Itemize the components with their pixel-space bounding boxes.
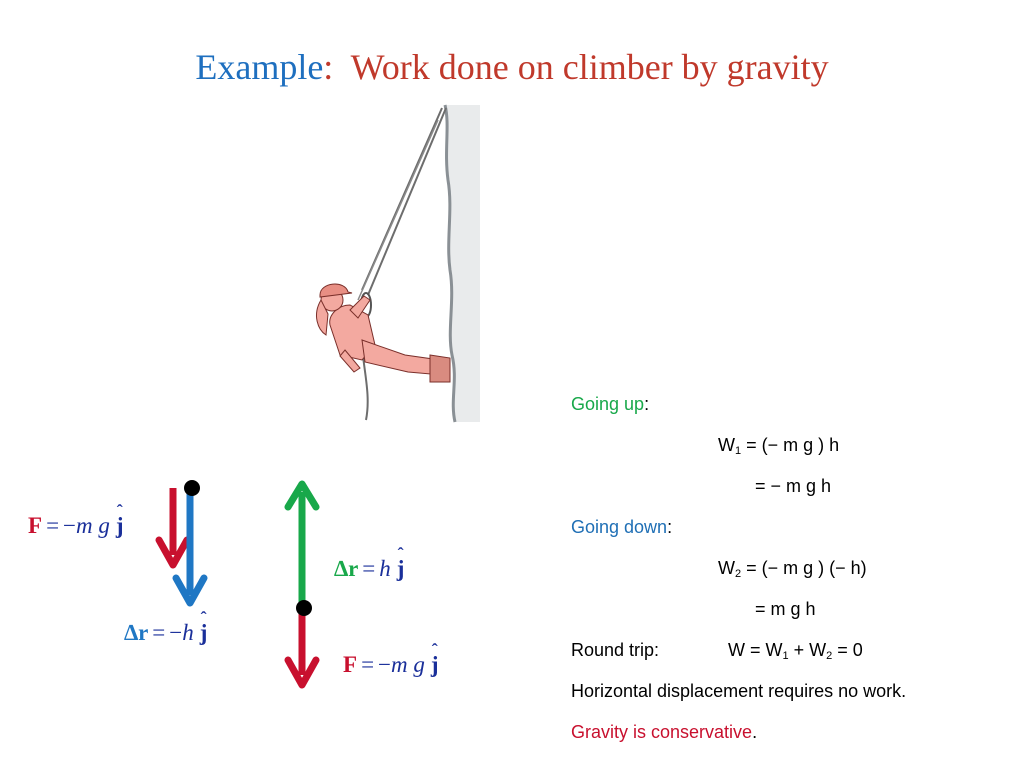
rope-2 [367,107,447,296]
climber-illustration [316,104,480,423]
vector-diagram [155,480,320,689]
conservative-note: Gravity is conservative. [571,722,758,742]
climber-boot [429,354,451,383]
round-trip-equation: W = W1 + W2 = 0 [728,640,863,662]
rock-edge [443,104,457,423]
force-arrow-right-head [284,656,320,689]
force-arrow-left-head [155,536,191,569]
rock-wall [445,105,480,422]
w2-result: = m g h [755,599,816,619]
climber-arm-low [339,349,361,373]
w2-equation: W2 = (− m g ) (− h) [718,558,867,580]
climber-helmet [319,283,353,298]
start-point-right [296,600,312,616]
going-down-heading: Going down: [571,517,673,537]
rope-3 [357,119,439,301]
climber-arm [349,295,371,319]
climber-hair [316,298,329,336]
start-point-left [184,480,200,496]
eq-disp-up-r: ∆r [334,556,359,581]
title-example: Example [195,47,324,87]
horizontal-note: Horizontal displacement requires no work… [571,681,907,701]
eq-force-right-F: F [343,652,358,677]
going-up-heading: Going up: [571,394,650,414]
eq-force-left-F: F [28,513,43,538]
disp-arrow-down-head [172,574,208,607]
title-colon: : [323,47,334,87]
w1-equation: W1 = (− m g ) h [718,435,840,457]
eq-disp-down-r: ∆r [124,620,149,645]
round-trip-line: Round trip: [571,640,660,660]
slide-title: Example: Work done on climber by gravity [0,46,1024,88]
w1-result: = − m g h [755,476,832,496]
disp-arrow-up-head [284,480,320,511]
title-topic: Work done on climber by gravity [350,47,829,87]
